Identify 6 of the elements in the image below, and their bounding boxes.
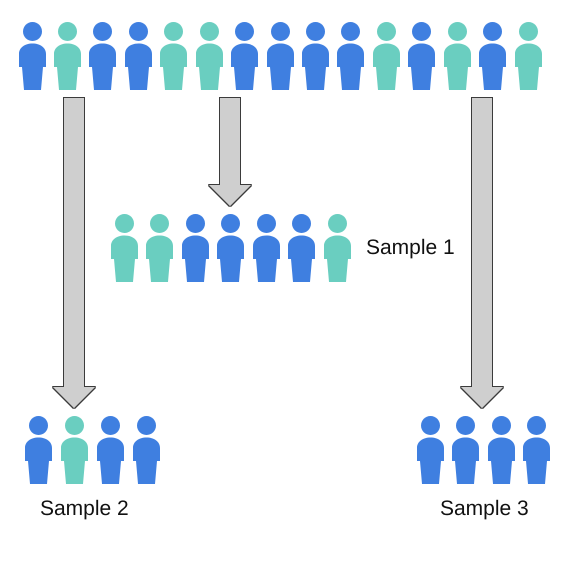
block-arrow bbox=[53, 98, 95, 408]
group-label: Sample 3 bbox=[440, 498, 529, 520]
block-arrow bbox=[209, 98, 251, 206]
group-label: Sample 1 bbox=[366, 237, 455, 259]
block-arrow bbox=[461, 98, 503, 408]
group-label: Sample 2 bbox=[40, 498, 129, 520]
